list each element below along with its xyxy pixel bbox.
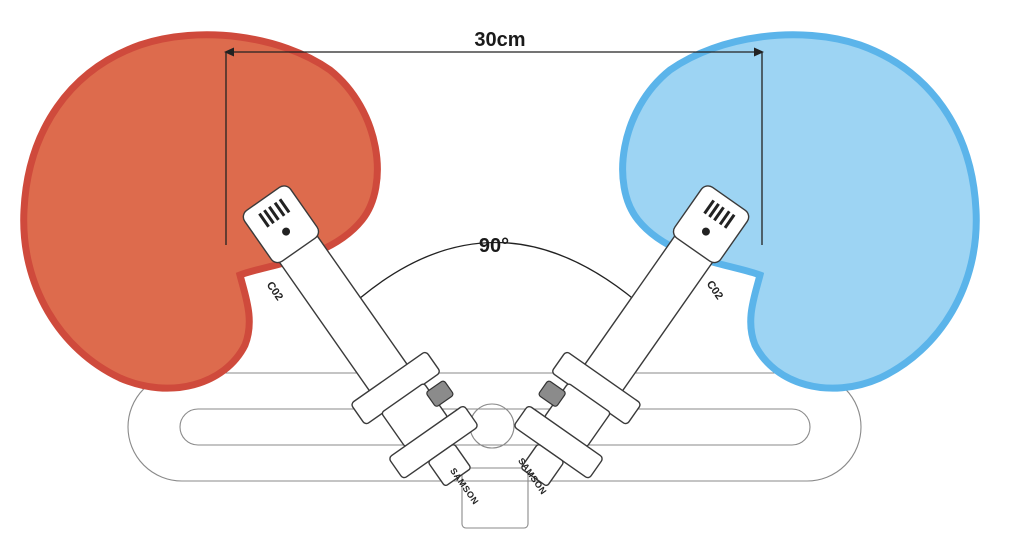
right-mic-grille-icon (703, 199, 736, 229)
right-microphone (514, 185, 750, 487)
right-mic-dot-icon (701, 227, 710, 236)
left-mic-grille-icon (258, 198, 291, 228)
right-mic-model: C02 (704, 279, 725, 302)
right-polar-pattern (619, 31, 980, 392)
spacing-dimension: 30cm (224, 29, 764, 245)
right-mic-capsule (672, 185, 750, 264)
spacing-label: 30cm (474, 29, 525, 51)
left-mic-model: C02 (264, 280, 285, 303)
left-microphone (242, 185, 478, 487)
right-mic-knob-icon (538, 380, 566, 407)
left-mic-capsule (242, 185, 320, 264)
angle-label: 90° (479, 235, 509, 257)
left-polar-pattern (20, 31, 381, 392)
angle-dimension: 90° (338, 235, 655, 319)
spacing-arrow-left (224, 47, 234, 57)
left-mic-dot-icon (282, 227, 291, 236)
left-mic-knob-icon (426, 380, 454, 407)
stereo-bar (127, 372, 862, 529)
spacing-arrow-right (754, 47, 764, 57)
